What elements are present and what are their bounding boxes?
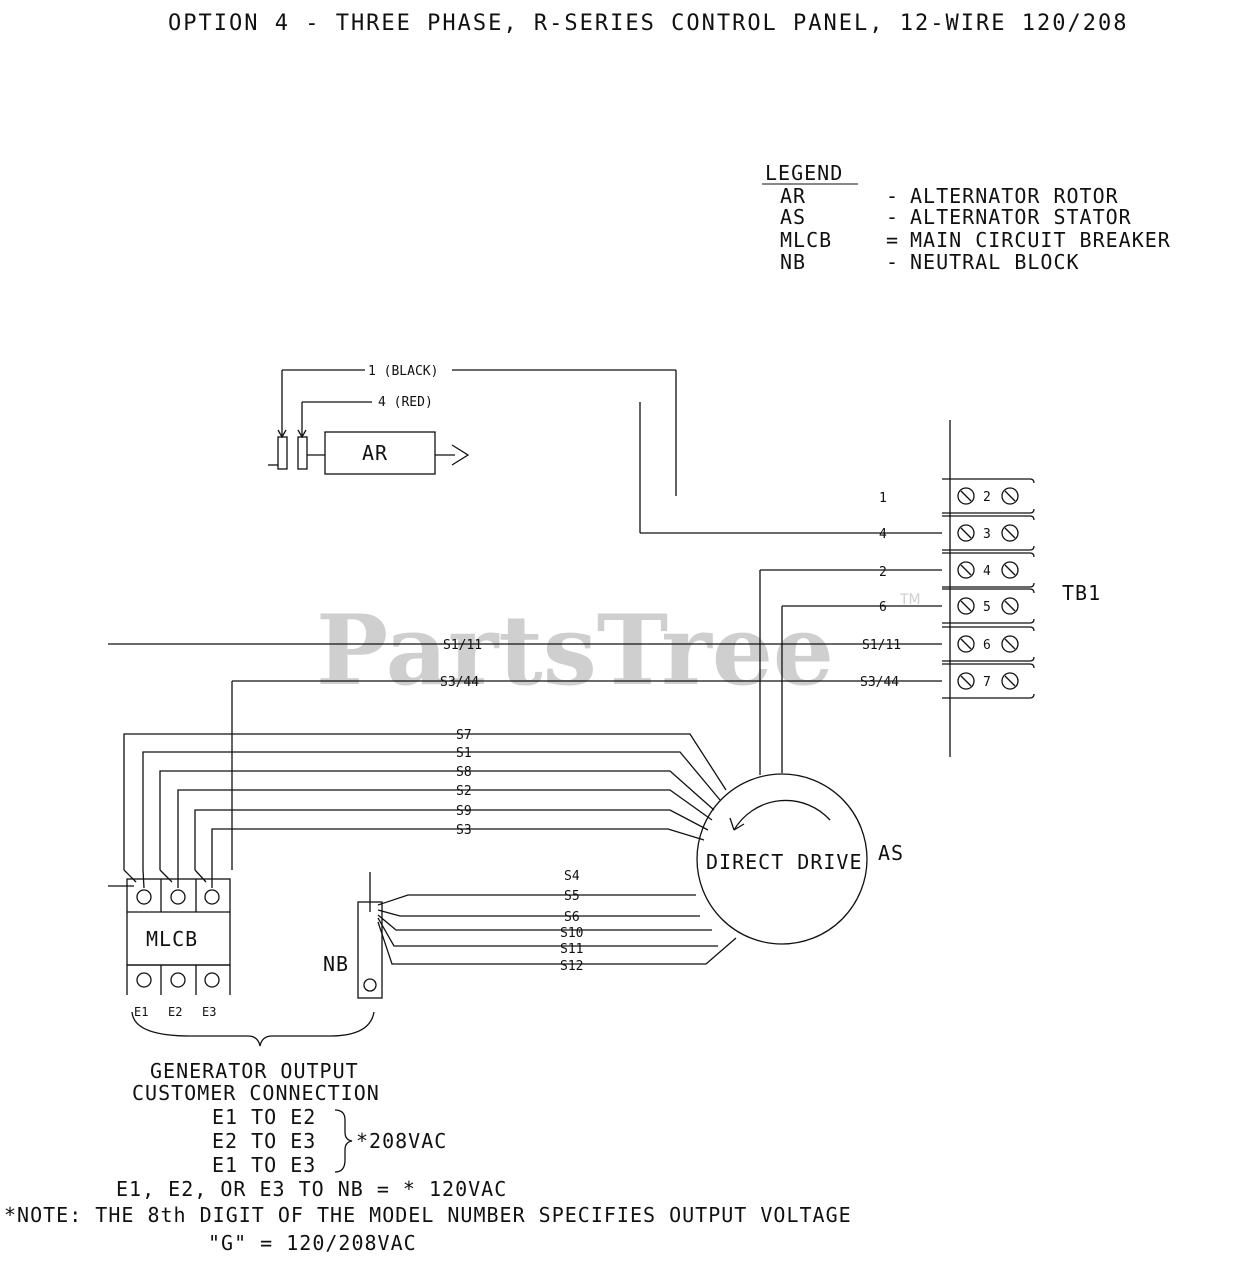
legend-sep-nb: - [886,250,899,274]
watermark: PartsTree [316,594,834,707]
lead-s4: S4 [564,869,580,884]
legend-abbr-mlcb: MLCB [780,228,832,252]
terminal-number: 6 [983,638,991,653]
tb-wire-2: 2 [879,565,887,580]
terminal-screw-icon [1001,635,1019,653]
neutral-block: NB [323,872,383,999]
conn-e1-e3: E1 TO E3 [212,1153,316,1177]
legend-abbr-as: AS [780,205,806,229]
terminal-5: 5 [942,588,1035,624]
tb1-label: TB1 [1062,581,1101,605]
output-e3: E3 [202,1005,216,1019]
terminal-screw-icon [1001,597,1019,615]
terminal-screw-icon [1001,672,1019,690]
terminal-2: 2 [942,478,1035,514]
lead-s9: S9 [456,804,472,819]
legend-sep-as: - [886,205,899,229]
output-notes: GENERATOR OUTPUT CUSTOMER CONNECTION E1 … [4,1059,852,1255]
terminal-screw-icon [957,561,975,579]
terminal-4: 4 [942,552,1035,588]
terminal-screw-icon [957,672,975,690]
model-note: *NOTE: THE 8th DIGIT OF THE MODEL NUMBER… [4,1203,852,1227]
output-e1: E1 [134,1005,148,1019]
tb-wire-s1-11: S1/11 [862,638,901,653]
terminal-3: 3 [942,515,1035,551]
tb-wire-6: 6 [879,600,887,615]
output-line-1: GENERATOR OUTPUT [150,1059,359,1083]
terminal-number: 7 [983,675,991,690]
lead-s8: S8 [456,765,472,780]
tb-wire-1: 1 [879,491,887,506]
wire-4-red-label: 4 (RED) [378,395,433,410]
terminal-block-tb1: 2 3 4 5 6 7 TB1 1 4 2 6 S1/11 S3/44 [860,420,1101,757]
lead-s6: S6 [564,910,580,925]
s1-11-left-label: S1/11 [443,638,482,653]
diagram-title: OPTION 4 - THREE PHASE, R-SERIES CONTROL… [168,11,1128,36]
terminal-screw-icon [1001,524,1019,542]
lead-s1: S1 [456,746,472,761]
output-line-2: CUSTOMER CONNECTION [132,1081,380,1105]
lead-s7: S7 [456,728,472,743]
terminal-number: 5 [983,600,991,615]
lead-s5: S5 [564,889,580,904]
watermark-tm: TM [899,592,921,608]
nb-label: NB [323,952,349,976]
legend: LEGEND AR - ALTERNATOR ROTOR AS - ALTERN… [762,161,1171,274]
upper-stator-leads: S7 S1 S8 S2 S9 S3 [123,728,727,870]
terminal-7: 7 [942,663,1035,699]
lead-s10: S10 [560,926,583,941]
line-to-nb: E1, E2, OR E3 TO NB = * 120VAC [116,1177,507,1201]
terminal-6: 6 [942,626,1035,662]
conn-brace [334,1109,353,1173]
g-value: "G" = 120/208VAC [208,1231,417,1255]
output-e2: E2 [168,1005,182,1019]
stator-label: AS [878,841,904,865]
alternator-rotor: AR 1 (BLACK) 4 (RED) [268,364,942,534]
terminal-number: 2 [983,490,991,505]
conn-value: *208VAC [356,1129,447,1153]
wire-1-black-label: 1 (BLACK) [368,364,438,379]
legend-sep-ar: - [886,184,899,208]
terminal-number: 4 [983,564,991,579]
lead-s11: S11 [560,942,583,957]
output-brace [131,1011,375,1047]
lower-stator-leads: S4 S5 S6 S10 S11 S12 [377,869,737,974]
stator-inner-label: DIRECT DRIVE [706,850,863,874]
legend-desc-ar: ALTERNATOR ROTOR [910,184,1119,208]
lead-s12: S12 [560,959,583,974]
legend-desc-mlcb: MAIN CIRCUIT BREAKER [910,228,1171,252]
conn-e1-e2: E1 TO E2 [212,1105,316,1129]
legend-sep-mlcb: = [886,228,899,252]
legend-heading: LEGEND [765,161,843,185]
terminal-screw-icon [957,487,975,505]
terminal-screw-icon [957,635,975,653]
tb-wire-4: 4 [879,527,887,542]
s3-44-left-label: S3/44 [440,675,479,690]
rotor-label: AR [362,441,388,465]
legend-abbr-ar: AR [780,184,806,208]
legend-desc-nb: NEUTRAL BLOCK [910,250,1080,274]
tb-wire-s3-44: S3/44 [860,675,899,690]
lead-s2: S2 [456,784,472,799]
terminal-screw-icon [1001,561,1019,579]
mlcb-label: MLCB [146,927,198,951]
lead-s3: S3 [456,823,472,838]
legend-abbr-nb: NB [780,250,806,274]
main-circuit-breaker: MLCB E1 E2 E3 [108,869,231,1019]
conn-e2-e3: E2 TO E3 [212,1129,316,1153]
alternator-stator: DIRECT DRIVE AS [696,773,904,945]
terminal-screw-icon [957,524,975,542]
terminal-number: 3 [983,527,991,542]
terminal-screw-icon [1001,487,1019,505]
legend-desc-as: ALTERNATOR STATOR [910,205,1132,229]
terminal-screw-icon [957,597,975,615]
